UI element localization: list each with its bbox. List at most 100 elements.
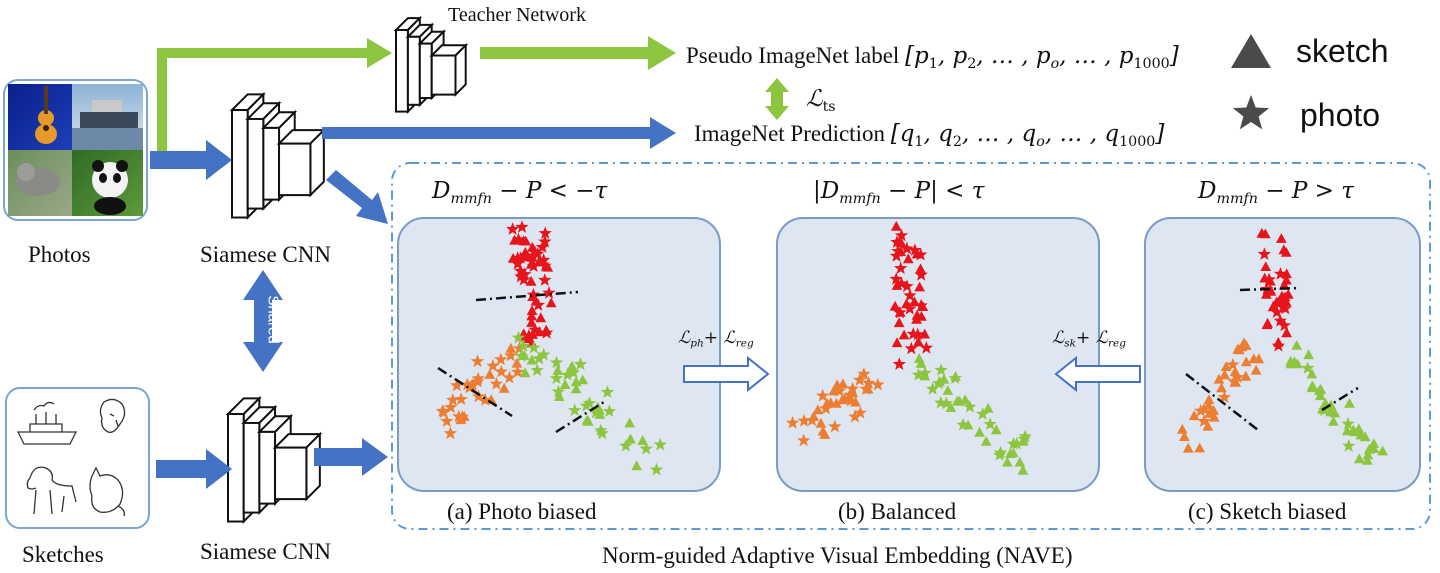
photo-star-point bbox=[956, 417, 970, 431]
photo-star-point bbox=[532, 351, 546, 365]
sketch-triangle-point bbox=[1276, 233, 1287, 243]
photo-star-point bbox=[948, 371, 962, 384]
condition-sketch-biased: Dmmfn − P > τ bbox=[1198, 178, 1354, 207]
sketch-triangle-point bbox=[889, 300, 901, 311]
photo-star-point bbox=[816, 388, 830, 402]
photo-star-point bbox=[444, 400, 458, 414]
sketch-triangle-point bbox=[914, 281, 925, 292]
sketch-triangle-point bbox=[1219, 369, 1230, 380]
sketch-triangle-point bbox=[1344, 397, 1355, 408]
sketch-triangle-point bbox=[825, 397, 836, 407]
sketch-triangle-point bbox=[505, 342, 517, 353]
sketch-triangle-point bbox=[526, 354, 538, 365]
sketch-triangle-point bbox=[1182, 442, 1194, 453]
photo-star-point bbox=[1226, 357, 1240, 371]
sketch-triangle-point bbox=[1202, 420, 1214, 431]
photo-star-point bbox=[862, 376, 876, 389]
decision-boundaries bbox=[437, 286, 1359, 434]
photo-star-point bbox=[903, 288, 917, 302]
caption-balanced: (b) Balanced bbox=[838, 499, 957, 524]
sketch-triangle-point bbox=[812, 404, 824, 415]
sketch-triangle-point bbox=[1004, 448, 1016, 458]
green-flow-arrows bbox=[157, 36, 789, 154]
photo-star-point bbox=[549, 355, 564, 369]
photo-star-point bbox=[535, 240, 550, 253]
sketch-triangle-point bbox=[1232, 343, 1243, 354]
photo-star-point bbox=[568, 403, 582, 416]
sketch-triangle-point bbox=[847, 387, 859, 398]
sketch-triangle-point bbox=[913, 353, 925, 363]
photo-star-point bbox=[649, 462, 664, 476]
sketch-triangle-point bbox=[915, 263, 926, 274]
sketch-triangle-point bbox=[895, 246, 907, 257]
cnn-layer-front bbox=[258, 430, 277, 505]
photo-star-point bbox=[511, 330, 526, 344]
photo-star-point bbox=[1257, 247, 1271, 260]
photo-star-point bbox=[1227, 374, 1241, 388]
photo-star-point bbox=[797, 413, 811, 427]
photos-input-image bbox=[3, 79, 148, 221]
sketch-triangle-point bbox=[1276, 290, 1288, 301]
sketch-triangle-point bbox=[1240, 340, 1252, 350]
cnn-layer-front bbox=[395, 29, 409, 113]
photo-star-point bbox=[653, 437, 667, 451]
sketch-triangle-point bbox=[525, 275, 537, 286]
photo-star-point bbox=[911, 327, 925, 341]
hollow-arrow-left bbox=[1054, 355, 1141, 393]
sketch-triangle-point bbox=[518, 235, 529, 246]
photo-star-point bbox=[437, 405, 451, 419]
sketch-triangle-point bbox=[1359, 431, 1371, 442]
photo-star-point bbox=[926, 382, 940, 395]
photo-star-point bbox=[1197, 414, 1211, 427]
sketch-triangle-point bbox=[1194, 442, 1205, 453]
siamese-cnn-bottom-label: Siamese CNN bbox=[200, 539, 331, 564]
photo-star-point bbox=[853, 373, 867, 386]
photo-star-point bbox=[892, 357, 906, 370]
sketch-triangle-point bbox=[559, 379, 571, 389]
photo-star-point bbox=[551, 384, 566, 398]
sketch-triangle-point bbox=[566, 360, 578, 371]
sketch-triangle-point bbox=[1260, 228, 1271, 239]
sketch-triangle-point bbox=[526, 251, 538, 262]
photo-star-point bbox=[1341, 417, 1355, 430]
cnn-layer-front bbox=[406, 35, 421, 106]
photo-star-point bbox=[908, 243, 922, 256]
sketch-triangle-point bbox=[1325, 406, 1336, 417]
photo-star-point bbox=[471, 389, 486, 403]
legend-sketch-label: sketch bbox=[1296, 33, 1389, 69]
photo-star-point bbox=[549, 371, 564, 385]
siamese-cnn-top-blocks bbox=[229, 91, 327, 220]
sketch-triangle-point bbox=[1229, 366, 1241, 376]
photo-star-point bbox=[1342, 439, 1356, 452]
photo-star-point bbox=[853, 406, 867, 419]
photo-star-point bbox=[538, 273, 552, 286]
sketch-triangle-point bbox=[1306, 368, 1318, 379]
photo-star-point bbox=[890, 235, 904, 248]
photo-star-point bbox=[894, 228, 909, 242]
sketch-triangle-point bbox=[1281, 327, 1292, 338]
teacher-network-label: Teacher Network bbox=[448, 4, 586, 26]
photo-star-point bbox=[619, 439, 633, 452]
sketch-triangle-point bbox=[901, 298, 912, 309]
photo-star-point bbox=[976, 407, 990, 420]
sketch-triangle-point bbox=[1278, 279, 1290, 290]
cnn-layer-front bbox=[246, 117, 265, 210]
pseudo-label-vector: [p1, p2, … , po, … , p1000] bbox=[905, 43, 1179, 72]
sketch-triangle-icon bbox=[1231, 34, 1271, 68]
sketch-triangle-point bbox=[1314, 390, 1326, 401]
sketch-triangle-point bbox=[819, 429, 831, 439]
cnn-layer-front bbox=[262, 126, 281, 201]
photo-star-point bbox=[939, 396, 953, 410]
photo-star-point bbox=[639, 441, 653, 455]
photo-star-point bbox=[904, 341, 918, 355]
sketch-triangle-point bbox=[1267, 301, 1279, 312]
photo-star-point bbox=[845, 381, 860, 395]
sketch-triangle-point bbox=[577, 374, 589, 385]
photo-star-point bbox=[1262, 272, 1276, 286]
photo-star-point bbox=[919, 341, 933, 354]
cnn-layer-front bbox=[242, 421, 261, 514]
teacher-cnn-blocks bbox=[393, 15, 469, 115]
photo-star-point bbox=[531, 298, 545, 311]
prediction-vector: [q1, q2, … , qo, … , q1000] bbox=[890, 121, 1165, 150]
photo-star-point bbox=[443, 426, 458, 440]
